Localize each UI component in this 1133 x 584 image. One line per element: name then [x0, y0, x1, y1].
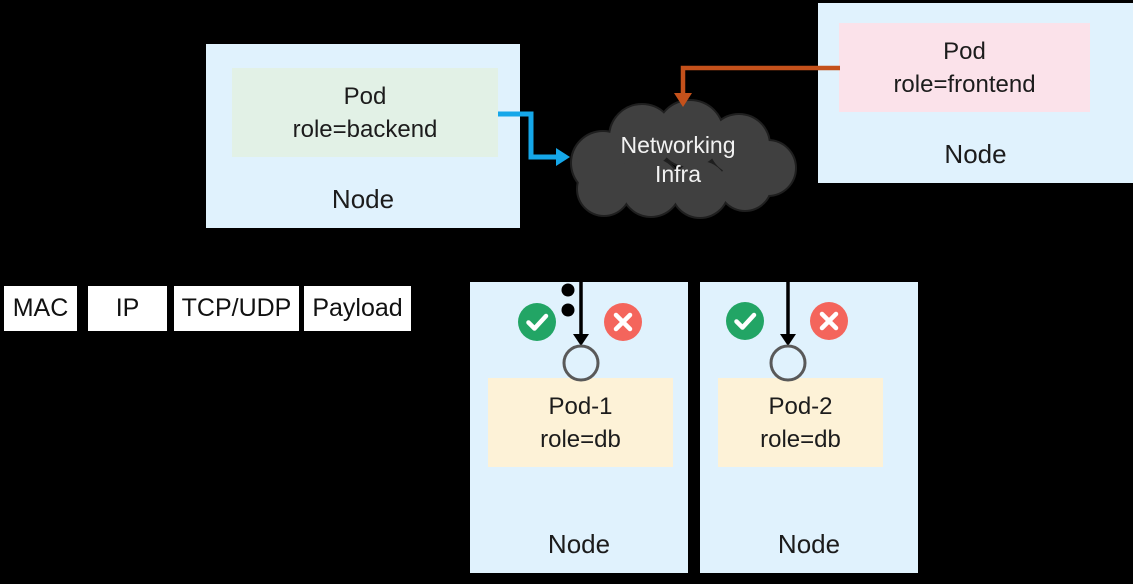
pod-db-2-title: Pod-2 — [768, 392, 833, 420]
cloud-label: Networking Infra — [583, 131, 773, 189]
arrow-frontend-to-cloud — [674, 65, 840, 107]
pod-db-1-role: role=db — [540, 425, 621, 453]
packet-segment-mac: MAC — [3, 285, 78, 332]
pod-db-2: Pod-2 role=db — [718, 378, 883, 467]
pod-backend-title: Pod — [343, 82, 387, 110]
pod-backend-role: role=backend — [292, 115, 438, 143]
packet-segment-payload: Payload — [303, 285, 412, 332]
pod-db-1: Pod-1 role=db — [488, 378, 673, 467]
node-db-1: Pod-1 role=db Node — [470, 282, 688, 573]
node-db-2: Pod-2 role=db Node — [700, 282, 918, 573]
pod-frontend: Pod role=frontend — [839, 23, 1090, 112]
cloud-label-line2: Infra — [654, 161, 702, 187]
pod-frontend-role: role=frontend — [893, 70, 1036, 98]
pod-frontend-title: Pod — [943, 37, 986, 65]
pod-db-2-role: role=db — [760, 425, 841, 453]
node-db-2-label: Node — [777, 529, 841, 559]
packet-structure: MAC IP TCP/UDP Payload — [3, 285, 412, 332]
pod-backend: Pod role=backend — [232, 68, 498, 157]
packet-segment-tcpudp: TCP/UDP — [173, 285, 300, 332]
node-frontend-label: Node — [944, 139, 1007, 169]
cloud-label-line1: Networking — [620, 132, 736, 158]
node-db-1-label: Node — [547, 529, 611, 559]
pod-db-1-title: Pod-1 — [548, 392, 613, 420]
packet-segment-ip: IP — [87, 285, 168, 332]
node-backend-label: Node — [331, 184, 395, 214]
node-frontend: Pod role=frontend Node — [818, 3, 1133, 183]
node-backend: Pod role=backend Node — [206, 44, 520, 228]
